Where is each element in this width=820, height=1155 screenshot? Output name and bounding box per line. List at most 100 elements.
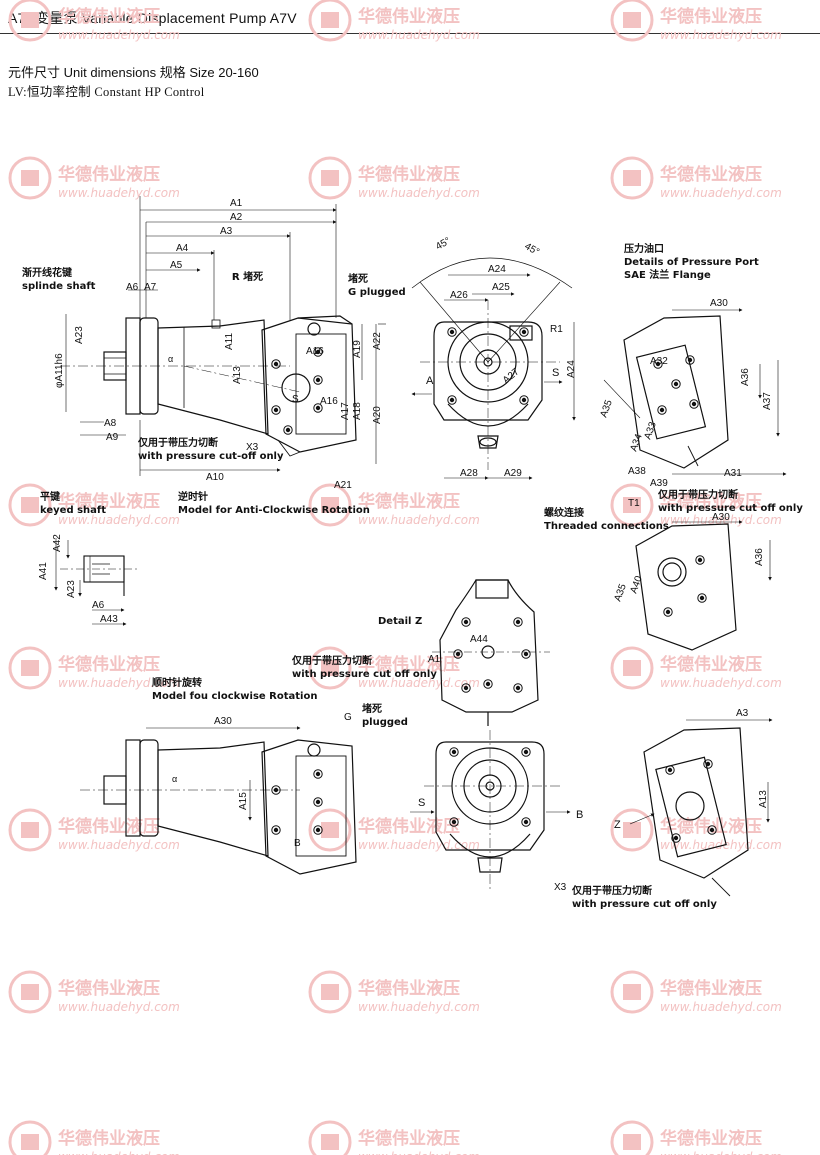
control-type-line: LV:恒功率控制 Constant HP Control bbox=[8, 85, 205, 99]
svg-text:华德伟业液压: 华德伟业液压 bbox=[358, 6, 460, 27]
dim-a4: A4 bbox=[176, 243, 189, 254]
svg-text:www.huadehyd.com: www.huadehyd.com bbox=[58, 676, 180, 690]
dim-a38: A38 bbox=[628, 466, 646, 477]
svg-text:华德伟业液压: 华德伟业液压 bbox=[358, 164, 460, 185]
side-view-main bbox=[60, 315, 357, 457]
dim-a5: A5 bbox=[170, 260, 183, 271]
dim-alpha-1: α bbox=[168, 354, 173, 364]
svg-text:华德伟业液压: 华德伟业液压 bbox=[660, 1128, 762, 1149]
dim-a13-cw: A13 bbox=[758, 790, 769, 808]
svg-text:www.huadehyd.com: www.huadehyd.com bbox=[660, 1150, 782, 1155]
svg-text:www.huadehyd.com: www.huadehyd.com bbox=[660, 676, 782, 690]
dim-a31: A31 bbox=[724, 468, 742, 479]
dim-a1: A1 bbox=[230, 198, 243, 209]
dim-a3-cw: A3 bbox=[736, 708, 749, 719]
svg-text:www.huadehyd.com: www.huadehyd.com bbox=[358, 513, 480, 527]
svg-text:www.huadehyd.com: www.huadehyd.com bbox=[660, 513, 782, 527]
pressure-port-detail bbox=[623, 315, 729, 469]
dim-a13: A13 bbox=[232, 366, 243, 384]
svg-text:华德伟业液压: 华德伟业液压 bbox=[358, 491, 460, 512]
watermark-layer: 华德伟业液压www.huadehyd.com华德伟业液压www.huadehyd… bbox=[8, 0, 782, 1155]
caption-detail-z: Detail Z bbox=[378, 616, 422, 627]
dim-t1: T1 bbox=[628, 498, 640, 509]
dim-z: Z bbox=[614, 819, 621, 831]
dim-x3: X3 bbox=[246, 442, 259, 453]
dim-a16b: A16 bbox=[320, 396, 338, 407]
dim-b: B bbox=[294, 838, 301, 849]
svg-text:华德伟业液压: 华德伟业液压 bbox=[660, 978, 762, 999]
svg-text:www.huadehyd.com: www.huadehyd.com bbox=[58, 513, 180, 527]
dim-a35: A35 bbox=[598, 398, 615, 419]
svg-text:www.huadehyd.com: www.huadehyd.com bbox=[58, 838, 180, 852]
dim-a1-z: A1 bbox=[428, 654, 441, 665]
dim-r1: R1 bbox=[550, 324, 563, 335]
svg-text:华德伟业液压: 华德伟业液压 bbox=[660, 491, 762, 512]
svg-text:华德伟业液压: 华德伟业液压 bbox=[58, 491, 160, 512]
dim-a18: A18 bbox=[352, 402, 363, 420]
dim-a3: A3 bbox=[220, 226, 233, 237]
dim-a30: A30 bbox=[710, 298, 728, 309]
dim-45-left: 45° bbox=[434, 236, 453, 253]
dim-a6-key: A6 bbox=[92, 600, 105, 611]
dim-a30-thread: A30 bbox=[712, 512, 730, 523]
dim-a11: A11 bbox=[224, 333, 235, 350]
front-view bbox=[411, 257, 573, 470]
dim-r: R bbox=[232, 272, 239, 283]
dim-a16: A16 bbox=[306, 346, 324, 357]
side-view-clockwise bbox=[80, 739, 357, 875]
port-s: S bbox=[552, 367, 559, 379]
port-a: A bbox=[426, 375, 434, 387]
detail-z-view bbox=[432, 579, 550, 726]
dim-a32: A32 bbox=[650, 356, 668, 367]
svg-text:www.huadehyd.com: www.huadehyd.com bbox=[660, 838, 782, 852]
dim-g: G bbox=[344, 712, 352, 723]
dim-a15: A15 bbox=[238, 792, 249, 810]
svg-text:www.huadehyd.com: www.huadehyd.com bbox=[58, 28, 180, 42]
dim-a23-key: A23 bbox=[66, 580, 77, 598]
svg-text:www.huadehyd.com: www.huadehyd.com bbox=[660, 1000, 782, 1014]
svg-text:www.huadehyd.com: www.huadehyd.com bbox=[358, 1000, 480, 1014]
dim-shaft-dia: φA11h6 bbox=[54, 353, 65, 388]
svg-text:www.huadehyd.com: www.huadehyd.com bbox=[58, 1150, 180, 1155]
svg-text:www.huadehyd.com: www.huadehyd.com bbox=[660, 186, 782, 200]
dim-a21: A21 bbox=[334, 480, 352, 491]
dim-a42: A42 bbox=[52, 534, 63, 552]
dim-a26: A26 bbox=[450, 290, 468, 301]
port-s-cw: S bbox=[418, 797, 425, 809]
svg-text:华德伟业液压: 华德伟业液压 bbox=[358, 654, 460, 675]
dim-a9: A9 bbox=[106, 432, 119, 443]
svg-text:华德伟业液压: 华德伟业液压 bbox=[358, 978, 460, 999]
svg-text:华德伟业液压: 华德伟业液压 bbox=[58, 1128, 160, 1149]
svg-text:www.huadehyd.com: www.huadehyd.com bbox=[358, 28, 480, 42]
dim-a6: A6 bbox=[126, 282, 139, 293]
svg-text:华德伟业液压: 华德伟业液压 bbox=[660, 6, 762, 27]
svg-text:www.huadehyd.com: www.huadehyd.com bbox=[358, 1150, 480, 1155]
dim-a7: A7 bbox=[144, 282, 157, 293]
dim-45-right: 45° bbox=[523, 241, 542, 258]
page-title: A7V变量泵 Variable Displacement Pump A7V bbox=[8, 10, 297, 26]
svg-text:www.huadehyd.com: www.huadehyd.com bbox=[660, 28, 782, 42]
dim-a20: A20 bbox=[372, 406, 383, 424]
svg-text:华德伟业液压: 华德伟业液压 bbox=[58, 654, 160, 675]
svg-text:华德伟业液压: 华德伟业液压 bbox=[358, 1128, 460, 1149]
